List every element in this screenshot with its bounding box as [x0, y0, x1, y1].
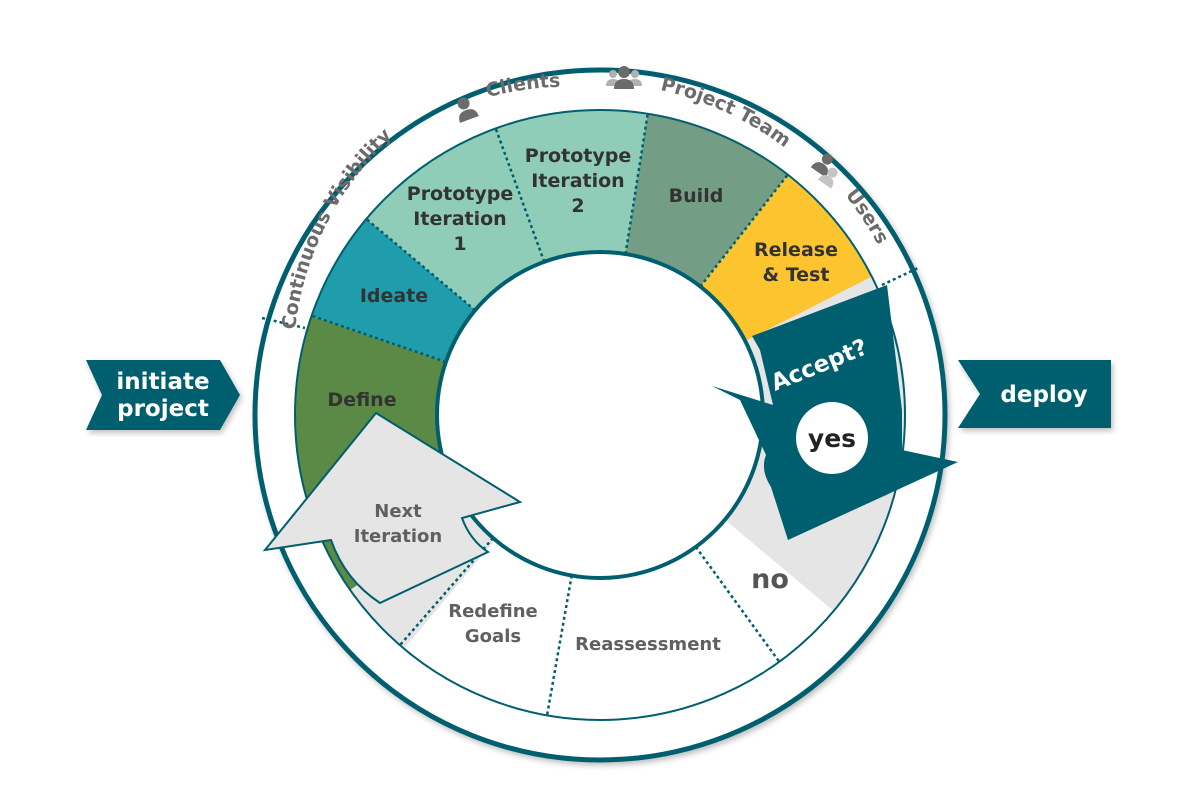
stage-labels: DefineIdeatePrototypeIteration1Prototype…: [327, 145, 838, 655]
prototype-1-label: 1: [453, 233, 466, 255]
ring-divider-right: [881, 266, 919, 287]
prototype-2-label: Iteration: [531, 170, 624, 192]
group-icon: [606, 66, 642, 89]
initiate-project-banner[interactable]: initiate project: [86, 360, 240, 430]
release-test-label: Release: [754, 239, 838, 261]
deploy-shape[interactable]: [958, 360, 1111, 428]
prototype-1-label: Iteration: [413, 208, 506, 230]
segment-prototype-1[interactable]: [366, 128, 545, 311]
band-outline: [294, 109, 906, 721]
next-iteration-label: Iteration: [354, 526, 443, 547]
inner-hole: [435, 250, 765, 580]
yes-circle[interactable]: [796, 402, 868, 474]
accept-decision-arrow: Accept? yes: [712, 285, 958, 540]
next-iteration-label: Next: [374, 501, 422, 522]
build-label: Build: [669, 185, 724, 207]
ring-divider-left: [261, 316, 306, 330]
next-iteration-arrow: [262, 411, 523, 605]
yes-label[interactable]: yes: [808, 424, 856, 453]
reassessment-label: Reassessment: [575, 634, 721, 655]
next-iteration-arrow-shape: [262, 411, 523, 605]
deploy-banner[interactable]: deploy: [958, 360, 1111, 428]
deploy-label: deploy: [1000, 382, 1087, 408]
define-label: Define: [327, 389, 396, 411]
no-label[interactable]: no: [751, 564, 789, 595]
prototype-2-label: Prototype: [525, 145, 631, 167]
segment-release-test[interactable]: [700, 174, 872, 341]
pair-icon: [810, 153, 838, 189]
prototype-2-label: 2: [571, 195, 584, 217]
project-label: project: [117, 396, 209, 422]
redefine-goals-label: Goals: [465, 626, 521, 647]
prototype-1-label: Prototype: [407, 183, 513, 205]
segment-ideate[interactable]: [311, 218, 476, 362]
release-test-label: & Test: [763, 264, 830, 286]
segment-prototype-2[interactable]: [495, 110, 648, 262]
ideate-label: Ideate: [360, 285, 428, 307]
segment-build[interactable]: [625, 113, 788, 287]
initiate-label: initiate: [116, 369, 209, 395]
single-person-icon: [457, 97, 479, 123]
initiate-project-shape[interactable]: [86, 360, 240, 430]
redefine-goals-label: Redefine: [448, 601, 538, 622]
